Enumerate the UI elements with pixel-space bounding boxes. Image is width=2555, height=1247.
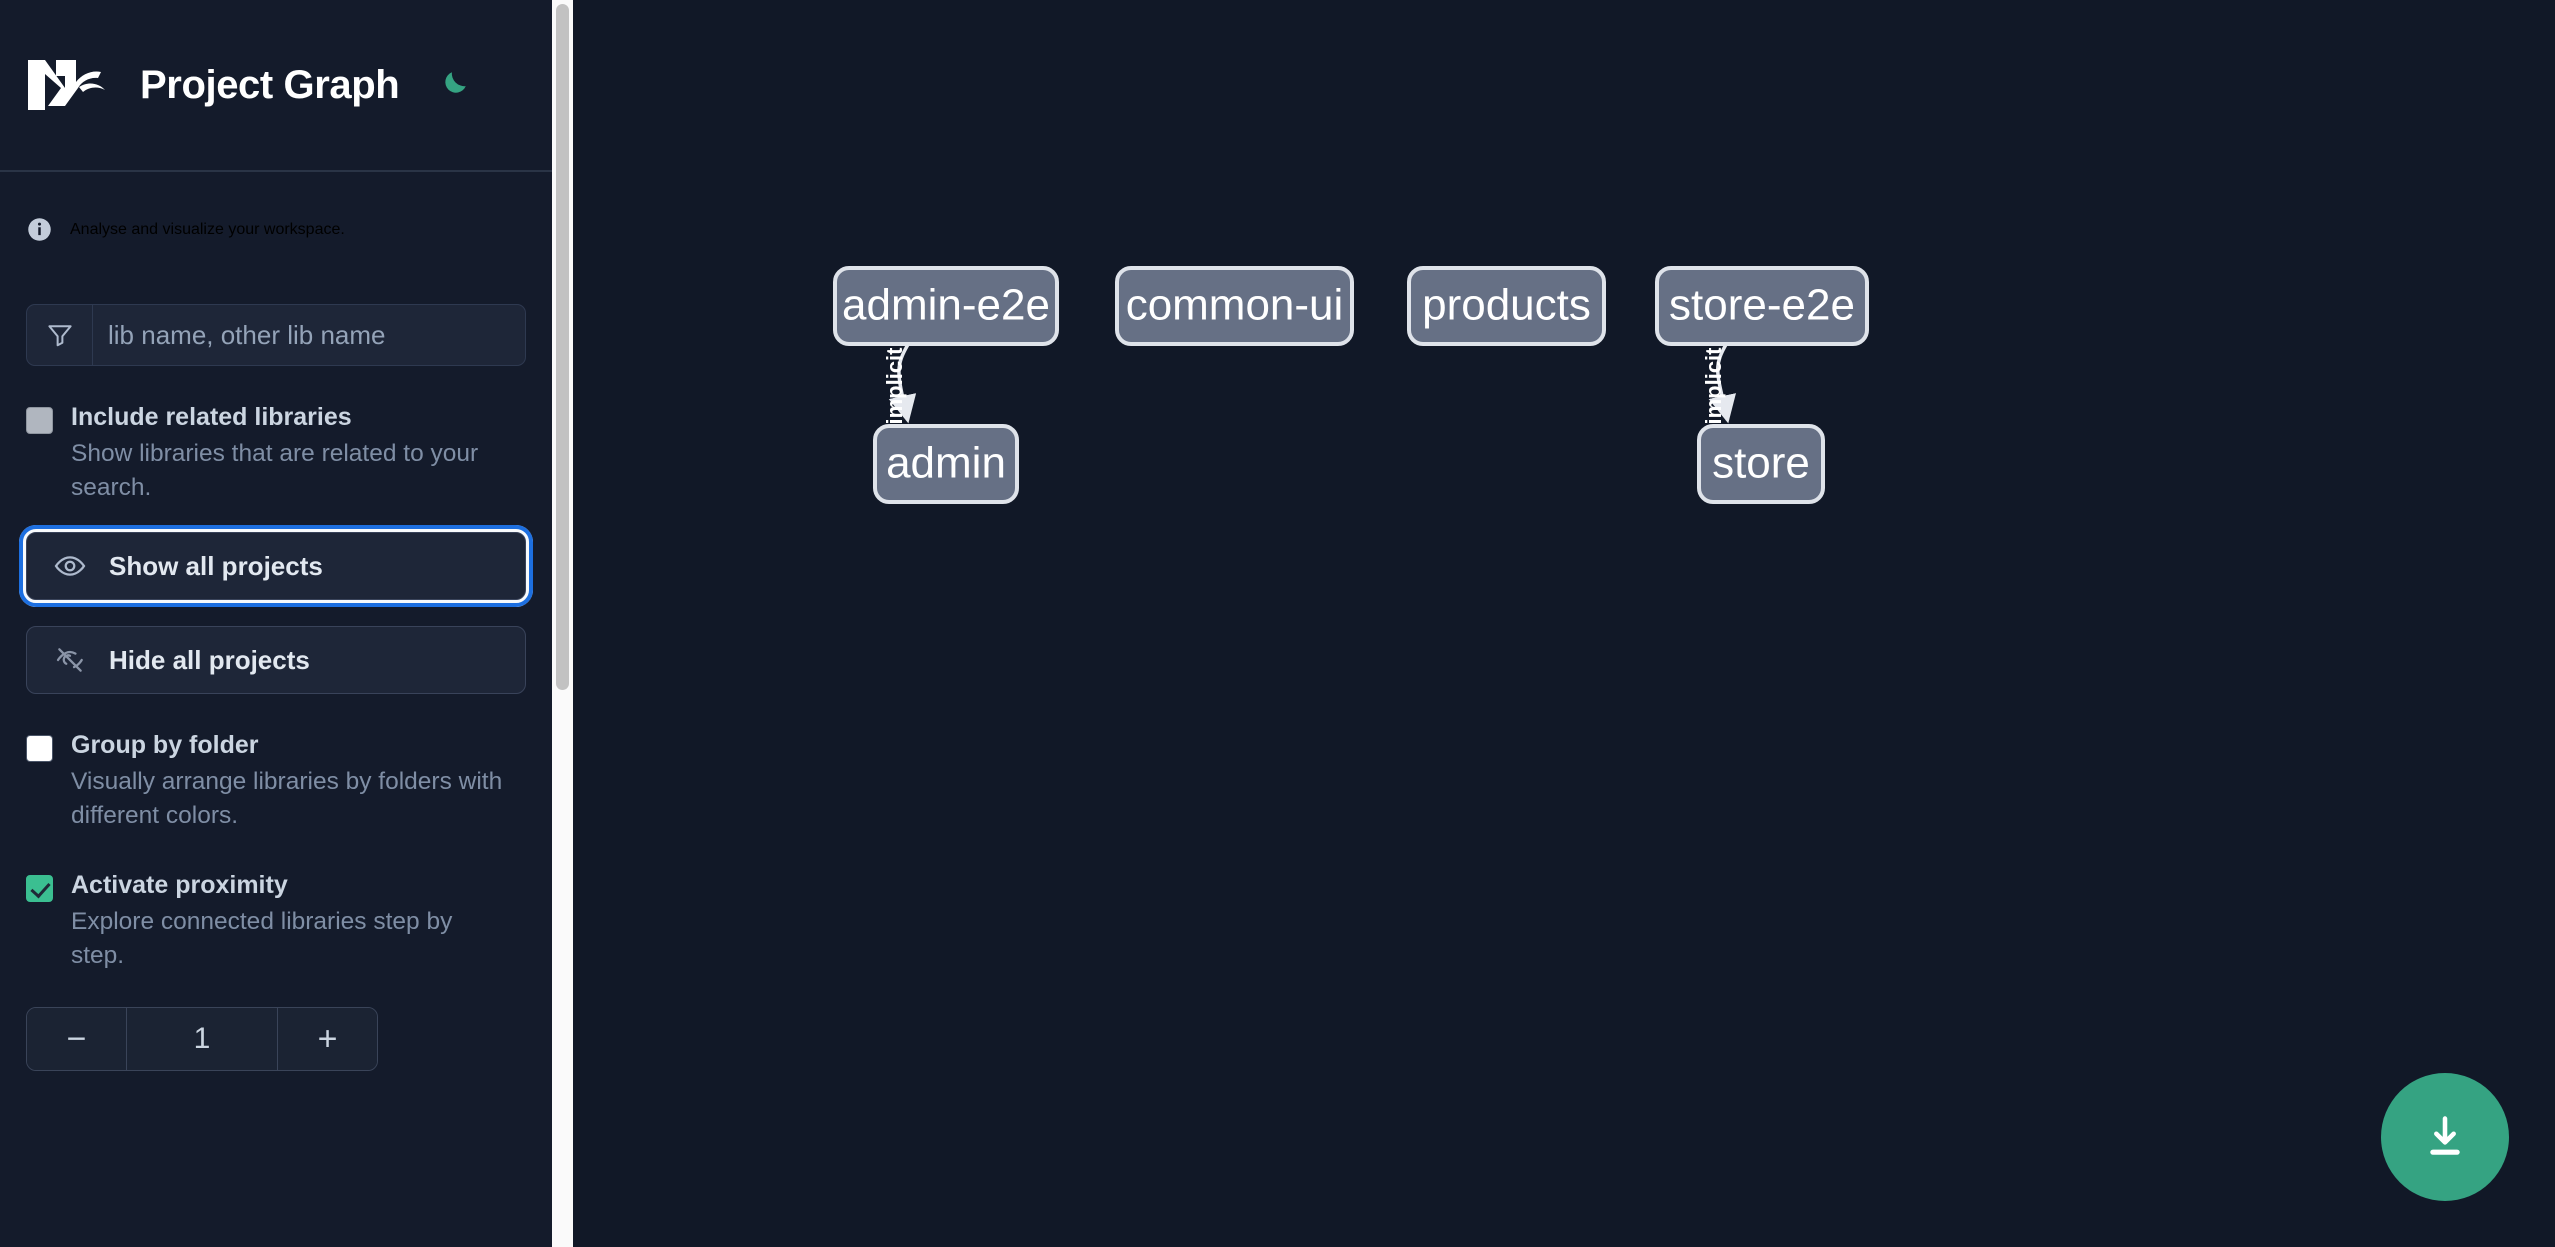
option-description: Show libraries that are related to your …: [71, 439, 479, 502]
option-description: Explore connected libraries step by step…: [71, 907, 453, 970]
funnel-glyph: [47, 325, 72, 347]
graph-node-box[interactable]: [1407, 266, 1606, 346]
show-all-projects-button[interactable]: Show all projects: [19, 525, 533, 608]
proximity-stepper[interactable]: − 1 +: [26, 1007, 378, 1072]
checkbox-include-related-libraries[interactable]: [26, 407, 53, 434]
option-activate-proximity[interactable]: Activate proximity Explore connected lib…: [26, 869, 526, 974]
edge-label: implicit: [882, 347, 907, 425]
graph-node-label: admin: [886, 439, 1006, 488]
graph-node[interactable]: store-e2e: [1655, 266, 1869, 346]
sidebar-body: Analyse and visualize your workspace. In…: [0, 172, 552, 1072]
graph-node-label: store: [1712, 439, 1810, 488]
nx-logo-icon: [28, 60, 105, 110]
filter-box[interactable]: [26, 304, 526, 366]
graph-node-box[interactable]: [1115, 266, 1354, 346]
eye-off-glyph: [56, 648, 83, 672]
graph-node[interactable]: admin: [873, 424, 1019, 504]
checkbox-group-by-folder[interactable]: [26, 735, 53, 763]
eye-icon: [54, 550, 86, 582]
option-label: Activate proximity: [71, 871, 288, 900]
funnel-icon: [27, 305, 93, 365]
download-icon: [2430, 1116, 2460, 1155]
moon-glyph: [445, 72, 467, 93]
sidebar-header: Project Graph: [0, 0, 552, 172]
graph-node[interactable]: common-ui: [1115, 266, 1354, 346]
option-description: Visually arrange libraries by folders wi…: [71, 767, 503, 830]
graph-nodes: admin-e2e common-ui products store-e2e admin…: [833, 266, 1869, 504]
hide-all-projects-button[interactable]: Hide all projects: [26, 626, 526, 695]
graph-canvas[interactable]: implicit implicit admin-e2e common-ui produ…: [573, 0, 2555, 1247]
page-title: Project Graph: [140, 62, 400, 107]
edge-label: implicit: [1701, 347, 1726, 425]
info-icon: [28, 218, 51, 241]
stepper-value: 1: [193, 1022, 211, 1056]
hide-all-projects-label: Hide all projects: [109, 644, 310, 675]
show-all-projects-label: Show all projects: [109, 550, 323, 581]
eye-off-icon: [54, 644, 86, 676]
search-input[interactable]: [93, 305, 525, 365]
checkbox-activate-proximity[interactable]: [26, 875, 53, 903]
moon-icon[interactable]: [433, 65, 473, 105]
stepper-decrement-button[interactable]: −: [27, 1008, 127, 1071]
option-group-by-folder[interactable]: Group by folder Visually arrange librari…: [26, 729, 526, 834]
download-button[interactable]: [2381, 1073, 2509, 1201]
tagline-text: Analyse and visualize your workspace.: [70, 220, 345, 238]
graph-edge: implicit: [882, 343, 917, 425]
graph-node-label: admin-e2e: [842, 281, 1050, 330]
sidebar: Project Graph Analyse and visualize your…: [0, 0, 552, 1247]
graph-node[interactable]: products: [1407, 266, 1606, 346]
option-label: Group by folder: [71, 731, 259, 760]
workspace-tagline: Analyse and visualize your workspace.: [26, 172, 526, 251]
graph-edge: implicit: [1701, 343, 1736, 425]
graph-node-box[interactable]: [1697, 424, 1825, 504]
option-include-related-libraries[interactable]: Include related libraries Show libraries…: [26, 401, 526, 506]
option-label: Include related libraries: [71, 403, 352, 431]
graph-node-label: common-ui: [1126, 281, 1344, 330]
graph-edges: implicit implicit: [882, 343, 1736, 425]
graph-node[interactable]: admin-e2e: [833, 266, 1059, 346]
eye-glyph: [54, 556, 86, 576]
graph-node-box[interactable]: [833, 266, 1059, 346]
graph-node-label: products: [1422, 281, 1591, 330]
graph-node-label: store-e2e: [1669, 281, 1855, 330]
sidebar-scrollbar-thumb[interactable]: [556, 4, 569, 690]
graph-node[interactable]: store: [1697, 424, 1825, 504]
graph-node-box[interactable]: [873, 424, 1019, 504]
stepper-increment-button[interactable]: +: [277, 1008, 377, 1071]
graph-node-box[interactable]: [1655, 266, 1869, 346]
project-graph-svg: implicit implicit admin-e2e common-ui produ…: [833, 266, 1869, 504]
